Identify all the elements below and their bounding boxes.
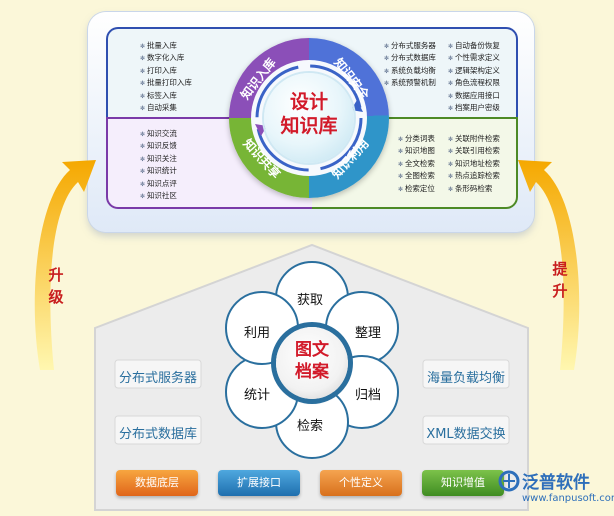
list-item: 打印入库 (140, 65, 192, 77)
sharing-list: 知识交流 知识反馈 知识关注 知识统计 知识点评 知识社区 (140, 128, 177, 202)
list-item: 全图检索 (398, 170, 435, 182)
list-item: 知识地图 (398, 145, 435, 157)
list-item: 自动备份恢复 (448, 40, 500, 52)
utilization-list-2: 关联附件检索 关联引用检索 知识地址检索 热点追踪检索 条形码检索 (448, 133, 500, 195)
list-item: 分类词表 (398, 133, 435, 145)
petal-organize: 整理 (355, 326, 382, 341)
list-item: 分布式服务器 (384, 40, 436, 52)
tag-distributed-server: 分布式服务器 (118, 371, 197, 386)
brand-url: www.fanpusoft.com (522, 493, 614, 504)
list-item: 数据应用接口 (448, 90, 500, 102)
petal-archive: 归档 (355, 388, 382, 403)
list-item: 全文检索 (398, 158, 435, 170)
upgrade-label: 升 级 (48, 266, 64, 306)
list-item: 知识交流 (140, 128, 177, 140)
knowledge-base-core (264, 73, 354, 163)
knowledge-value-button: 知识增值 (422, 470, 504, 496)
tag-distributed-database: 分布式数据库 (118, 427, 197, 442)
petal-search: 检索 (297, 419, 324, 434)
list-item: 个性需求定义 (448, 52, 500, 64)
knowledge-base-title: 设计 知识库 (280, 91, 338, 137)
list-item: 批量打印入库 (140, 77, 192, 89)
right-arrow-icon (518, 160, 580, 370)
list-item: 知识关注 (140, 153, 177, 165)
tag-load-balancing: 海量负载均衡 (426, 371, 505, 386)
list-item: 知识点评 (140, 178, 177, 190)
list-item: 角色流程权限 (448, 77, 500, 89)
list-item: 逻辑架构定义 (448, 65, 500, 77)
list-item: 热点追踪检索 (448, 170, 500, 182)
extension-interface-button: 扩展接口 (218, 470, 300, 496)
list-item: 批量入库 (140, 40, 192, 52)
petal-utilize: 利用 (244, 326, 271, 341)
utilization-list-1: 分类词表 知识地图 全文检索 全图检索 检索定位 (398, 133, 435, 195)
security-list-2: 自动备份恢复 个性需求定义 逻辑架构定义 角色流程权限 数据应用接口 档案用户密… (448, 40, 500, 114)
list-item: 知识反馈 (140, 140, 177, 152)
data-layer-button: 数据底层 (116, 470, 198, 496)
list-item: 标签入库 (140, 90, 192, 102)
tag-xml-exchange: XML数据交换 (426, 427, 506, 442)
list-item: 分布式数据库 (384, 52, 436, 64)
list-item: 检索定位 (398, 183, 435, 195)
archive-core (276, 327, 348, 399)
brand-logo-icon (498, 470, 520, 492)
left-arrow-icon (34, 160, 96, 370)
list-item: 系统负载均衡 (384, 65, 436, 77)
list-item: 知识社区 (140, 190, 177, 202)
intake-list: 批量入库 数字化入库 打印入库 批量打印入库 标签入库 自动采集 (140, 40, 192, 114)
list-item: 条形码检索 (448, 183, 500, 195)
custom-definition-button: 个性定义 (320, 470, 402, 496)
list-item: 知识地址检索 (448, 158, 500, 170)
list-item: 关联附件检索 (448, 133, 500, 145)
improve-label: 提 升 (552, 260, 568, 300)
list-item: 数字化入库 (140, 52, 192, 64)
list-item: 系统预警机制 (384, 77, 436, 89)
list-item: 自动采集 (140, 102, 192, 114)
list-item: 关联引用检索 (448, 145, 500, 157)
security-list-1: 分布式服务器 分布式数据库 系统负载均衡 系统预警机制 (384, 40, 436, 90)
brand-name: 泛普软件 (522, 473, 590, 493)
petal-statistics: 统计 (244, 388, 271, 403)
petal-acquire: 获取 (297, 293, 324, 308)
list-item: 知识统计 (140, 165, 177, 177)
list-item: 档案用户密级 (448, 102, 500, 114)
archive-title: 图文 档案 (295, 340, 329, 382)
